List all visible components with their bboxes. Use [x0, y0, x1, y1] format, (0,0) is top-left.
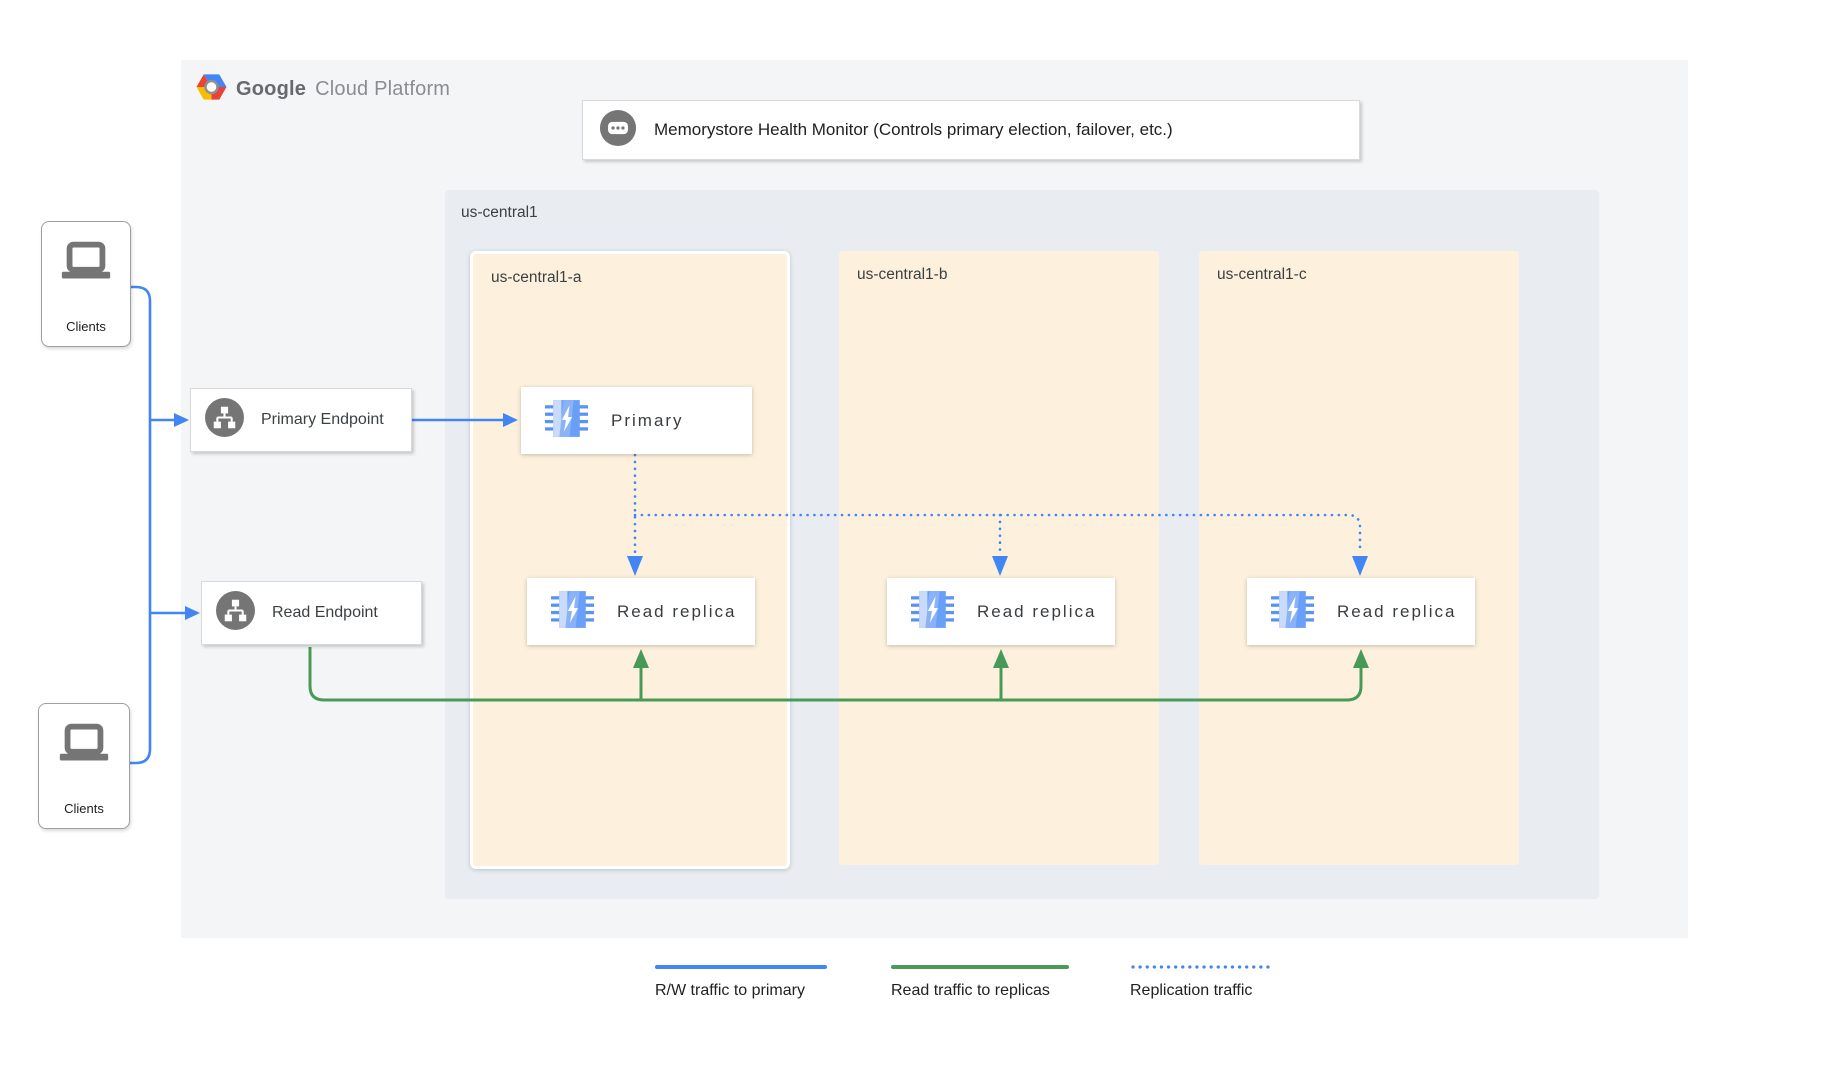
clients-label: Clients — [66, 319, 106, 334]
laptop-icon — [57, 240, 115, 291]
zone-a-label: us-central1-a — [491, 269, 582, 286]
read-replica-a-label: Read replica — [617, 601, 737, 621]
primary-node-label: Primary — [611, 410, 684, 430]
network-endpoint-icon — [215, 590, 256, 636]
primary-node-box: Primary — [521, 387, 752, 454]
logo-product-text: Cloud Platform — [315, 78, 451, 100]
health-monitor-box: Memorystore Health Monitor (Controls pri… — [582, 100, 1360, 160]
memorystore-icon — [1270, 587, 1315, 637]
memorystore-icon — [910, 587, 955, 637]
legend-label-replication-traffic: Replication traffic — [1130, 982, 1253, 999]
chat-dots-icon — [599, 109, 637, 152]
legend-swatch-solid-green — [891, 957, 1069, 975]
logo-brand-text: Google — [236, 78, 307, 100]
zone-us-central1-c: us-central1-c — [1199, 251, 1519, 865]
zone-c-label: us-central1-c — [1217, 266, 1307, 283]
laptop-icon — [55, 722, 113, 773]
read-replica-c-box: Read replica — [1247, 578, 1475, 645]
zone-us-central1-a: us-central1-a — [470, 251, 790, 869]
gcp-hexagon-icon — [196, 73, 227, 106]
memorystore-icon — [550, 587, 595, 637]
legend-swatch-dotted-blue — [1130, 957, 1272, 975]
clients-box-top: Clients — [41, 221, 131, 347]
read-replica-c-label: Read replica — [1337, 601, 1457, 621]
primary-endpoint-box: Primary Endpoint — [190, 388, 412, 452]
primary-endpoint-label: Primary Endpoint — [261, 411, 384, 428]
read-replica-b-box: Read replica — [887, 578, 1115, 645]
network-endpoint-icon — [204, 397, 245, 443]
legend-swatch-solid-blue — [655, 957, 827, 975]
clients-box-bottom: Clients — [38, 703, 130, 829]
read-endpoint-box: Read Endpoint — [201, 581, 422, 645]
legend-label-read-traffic: Read traffic to replicas — [891, 982, 1050, 999]
read-replica-a-box: Read replica — [527, 578, 755, 645]
read-replica-b-label: Read replica — [977, 601, 1097, 621]
region-label: us-central1 — [461, 204, 538, 221]
legend-item-replication-traffic: Replication traffic — [1130, 957, 1272, 1000]
clients-label: Clients — [64, 801, 104, 816]
legend-item-read-traffic: Read traffic to replicas — [891, 957, 1069, 1000]
zone-b-label: us-central1-b — [857, 266, 948, 283]
legend-item-rw-traffic: R/W traffic to primary — [655, 957, 827, 1000]
gcp-logo: Google Cloud Platform — [196, 73, 450, 106]
zone-us-central1-b: us-central1-b — [839, 251, 1159, 865]
legend-label-rw-traffic: R/W traffic to primary — [655, 982, 805, 999]
health-monitor-label: Memorystore Health Monitor (Controls pri… — [654, 120, 1173, 139]
read-endpoint-label: Read Endpoint — [272, 604, 378, 621]
memorystore-icon — [544, 396, 589, 446]
